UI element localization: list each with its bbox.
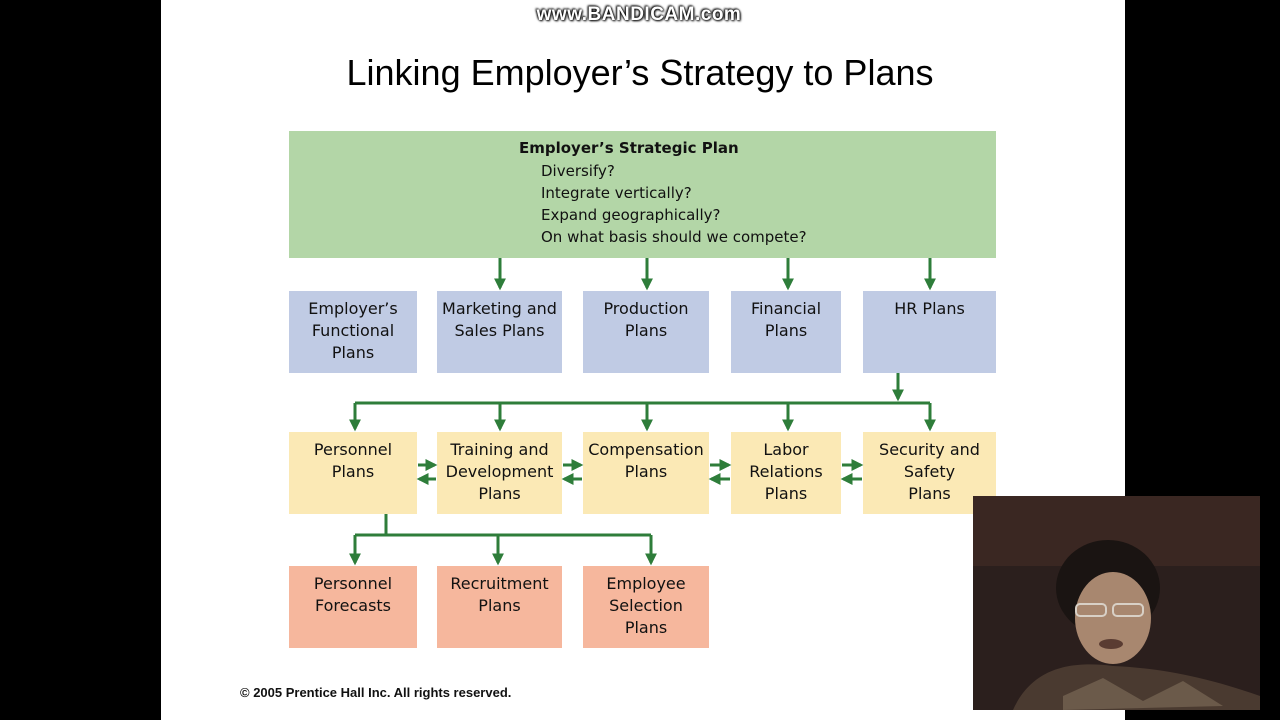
hr-plan-box: Personnel Plans: [289, 432, 417, 514]
hr-plans-box: HR Plans: [863, 291, 996, 373]
strategic-question: Integrate vertically?: [541, 184, 692, 202]
functional-plan-label: Marketing and Sales Plans: [442, 299, 557, 340]
strategic-question: On what basis should we compete?: [541, 228, 807, 246]
watermark: www.BANDICAM.com: [536, 4, 742, 25]
functional-plan-label: Production Plans: [603, 299, 689, 340]
personnel-plan-label: Recruitment Plans: [450, 574, 549, 615]
strategic-plan-box: Employer’s Strategic Plan Diversify? Int…: [289, 131, 996, 258]
functional-plan-box: Employer’s Functional Plans: [289, 291, 417, 373]
functional-plan-box: Financial Plans: [731, 291, 841, 373]
hr-plan-box: Labor Relations Plans: [731, 432, 841, 514]
personnel-plan-box: Personnel Forecasts: [289, 566, 417, 648]
strategic-plan-heading: Employer’s Strategic Plan: [519, 139, 739, 157]
hr-plan-box: Security and Safety Plans: [863, 432, 996, 514]
copyright-notice: © 2005 Prentice Hall Inc. All rights res…: [240, 685, 512, 700]
personnel-plan-box: Recruitment Plans: [437, 566, 562, 648]
functional-plan-box: Production Plans: [583, 291, 709, 373]
webcam-overlay: [973, 496, 1260, 710]
hr-plan-label: Security and Safety Plans: [879, 440, 980, 503]
personnel-plan-box: Employee Selection Plans: [583, 566, 709, 648]
hr-plan-label: Training and Development Plans: [445, 440, 554, 503]
strategic-question: Diversify?: [541, 162, 615, 180]
functional-plan-label: Financial Plans: [750, 299, 822, 340]
hr-plan-box: Compensation Plans: [583, 432, 709, 514]
hr-plan-label: Labor Relations Plans: [749, 440, 823, 503]
hr-plan-label: Personnel Plans: [313, 440, 393, 481]
personnel-plan-label: Employee Selection Plans: [606, 574, 686, 637]
presenter-video-icon: [973, 496, 1260, 710]
functional-plan-label: HR Plans: [894, 299, 965, 318]
hr-plan-label: Compensation Plans: [588, 440, 704, 481]
slide-title: Linking Employer’s Strategy to Plans: [346, 52, 934, 93]
hr-plan-box: Training and Development Plans: [437, 432, 562, 514]
functional-plan-label: Employer’s Functional Plans: [308, 299, 398, 362]
strategic-question: Expand geographically?: [541, 206, 721, 224]
functional-plan-box: Marketing and Sales Plans: [437, 291, 562, 373]
personnel-plan-label: Personnel Forecasts: [313, 574, 393, 615]
